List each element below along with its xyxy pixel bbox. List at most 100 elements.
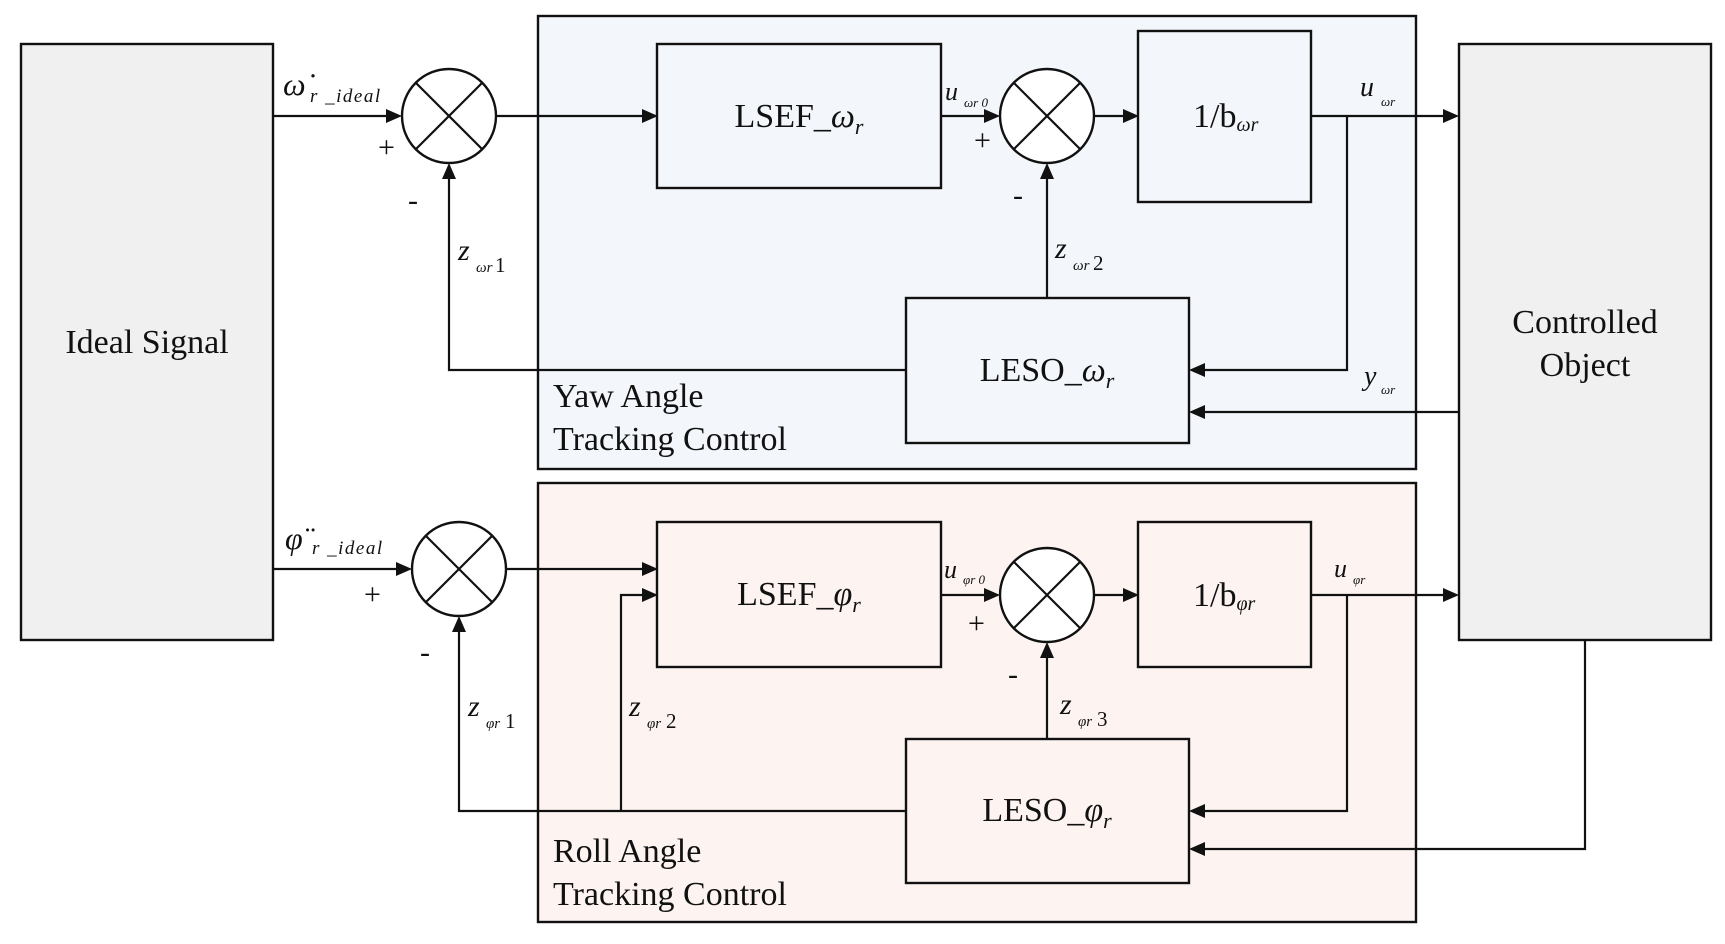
roll-panel-title-line2: Tracking Control: [553, 876, 787, 913]
yaw-leso-prefix: LESO_: [980, 352, 1083, 389]
roll-u0-label: u φr 0: [944, 555, 986, 587]
arrowhead-icon: [642, 109, 658, 123]
svg-text:r _ideal: r _ideal: [312, 538, 384, 559]
svg-text:ωr: ωr: [1073, 258, 1090, 274]
svg-text:u: u: [945, 77, 958, 106]
yaw-gain-prefix: 1/b: [1193, 98, 1236, 135]
yaw-z2-label: z ωr 2: [1054, 232, 1104, 275]
roll-sum2-minus-sign: -: [1008, 658, 1018, 691]
svg-text:2: 2: [1093, 251, 1104, 275]
svg-text:1: 1: [505, 709, 516, 733]
roll-summing-junction-2: [998, 546, 1096, 644]
roll-lsef-prefix: LSEF_: [737, 576, 834, 613]
roll-y-feedback-wire: [1199, 640, 1587, 851]
roll-lsef-block: LSEF_φr: [655, 520, 943, 669]
yaw-panel-title-line1: Yaw Angle: [553, 378, 704, 415]
yaw-summing-junction-1: [400, 67, 498, 165]
roll-panel-title-line1: Roll Angle: [553, 833, 701, 870]
yaw-leso-symbol: ω: [1082, 352, 1106, 389]
yaw-u-label: u ωr: [1360, 72, 1396, 109]
yaw-u-to-leso-wire: [1199, 116, 1349, 372]
svg-text:φ̈: φ̈: [285, 520, 315, 556]
yaw-lsef-symbol: ω: [831, 98, 855, 135]
roll-lsef-sub: r: [852, 592, 861, 617]
svg-text:3: 3: [1097, 707, 1108, 731]
svg-text:φr 0: φr 0: [963, 572, 986, 587]
svg-text:y: y: [1361, 361, 1377, 392]
arrowhead-icon: [1189, 363, 1205, 377]
svg-text:LSEF_ωr: LSEF_ωr: [735, 98, 864, 139]
arrowhead-icon: [452, 616, 466, 632]
svg-text:z: z: [1054, 232, 1067, 265]
roll-z3-label: z φr 3: [1059, 688, 1108, 731]
yaw-sum1-plus-sign: +: [378, 131, 395, 164]
roll-leso-sub: r: [1103, 808, 1112, 833]
ideal-signal-label: Ideal Signal: [65, 324, 228, 361]
arrowhead-icon: [1189, 804, 1205, 818]
yaw-leso-sub: r: [1106, 368, 1115, 393]
svg-text:u: u: [1334, 554, 1347, 583]
arrowhead-icon: [1189, 405, 1205, 419]
yaw-z1-label: z ωr 1: [457, 234, 506, 277]
arrowhead-icon: [1040, 163, 1054, 179]
svg-text:LESO_ωr: LESO_ωr: [980, 352, 1115, 393]
roll-z1-wire: [457, 626, 906, 813]
yaw-u0-label: u ωr 0: [945, 77, 988, 110]
svg-text:z: z: [467, 690, 480, 723]
roll-z2-wire: [619, 593, 648, 811]
arrowhead-icon: [1123, 109, 1139, 123]
arrowhead-icon: [984, 588, 1000, 602]
svg-text:2: 2: [666, 709, 677, 733]
roll-leso-prefix: LESO_: [982, 792, 1085, 829]
svg-text:1: 1: [495, 253, 506, 277]
svg-text:1/bφr: 1/bφr: [1193, 577, 1256, 615]
roll-leso-block: LESO_φr: [904, 737, 1191, 885]
arrowhead-icon: [1123, 588, 1139, 602]
arrowhead-icon: [642, 588, 658, 602]
arrowhead-icon: [1443, 109, 1459, 123]
svg-text:z: z: [628, 690, 641, 723]
yaw-z1-wire: [447, 173, 906, 372]
svg-text:u: u: [1360, 72, 1374, 103]
arrowhead-icon: [1443, 588, 1459, 602]
yaw-leso-block: LESO_ωr: [904, 296, 1191, 445]
yaw-lsef-sub: r: [855, 114, 864, 139]
yaw-summing-junction-2: [998, 67, 1096, 165]
svg-text:LSEF_φr: LSEF_φr: [737, 576, 861, 617]
arrowhead-icon: [984, 109, 1000, 123]
roll-leso-symbol: φ: [1084, 792, 1103, 829]
svg-text:ωr 0: ωr 0: [964, 95, 988, 110]
controlled-object-label-line2: Object: [1540, 347, 1631, 384]
controlled-object-block: Controlled Object: [1457, 42, 1713, 642]
arrowhead-icon: [396, 562, 412, 576]
yaw-lsef-block: LSEF_ωr: [655, 42, 943, 190]
yaw-sum2-plus-sign: +: [974, 124, 991, 157]
yaw-y-label: y ωr: [1361, 361, 1396, 397]
controlled-object-label-line1: Controlled: [1512, 304, 1657, 341]
roll-z2-label: z φr 2: [628, 690, 677, 733]
svg-text:u: u: [944, 555, 957, 584]
svg-text:z: z: [1059, 688, 1072, 721]
roll-sum1-plus-sign: +: [364, 578, 381, 611]
arrowhead-icon: [642, 562, 658, 576]
roll-gain-sub: φr: [1236, 593, 1255, 615]
yaw-lsef-prefix: LSEF_: [735, 98, 832, 135]
svg-text:LESO_φr: LESO_φr: [982, 792, 1112, 833]
roll-u-label: u φr: [1334, 554, 1366, 587]
yaw-sum2-minus-sign: -: [1013, 179, 1023, 212]
roll-u-to-leso-wire: [1199, 595, 1349, 813]
arrowhead-icon: [1040, 642, 1054, 658]
ideal-signal-block: Ideal Signal: [19, 42, 275, 642]
yaw-sum1-minus-sign: -: [408, 184, 418, 217]
yaw-gain-sub: ωr: [1236, 114, 1258, 136]
svg-text:φr: φr: [486, 716, 500, 732]
svg-text:φr: φr: [1353, 572, 1366, 587]
svg-text:ωr: ωr: [1381, 94, 1396, 109]
svg-text:ωr: ωr: [1381, 382, 1396, 397]
svg-text:ωr: ωr: [476, 260, 493, 276]
roll-gain-block: 1/bφr: [1136, 520, 1313, 669]
roll-summing-junction-1: [410, 520, 508, 618]
yaw-panel-title-line2: Tracking Control: [553, 421, 787, 458]
roll-sum2-plus-sign: +: [968, 607, 985, 640]
